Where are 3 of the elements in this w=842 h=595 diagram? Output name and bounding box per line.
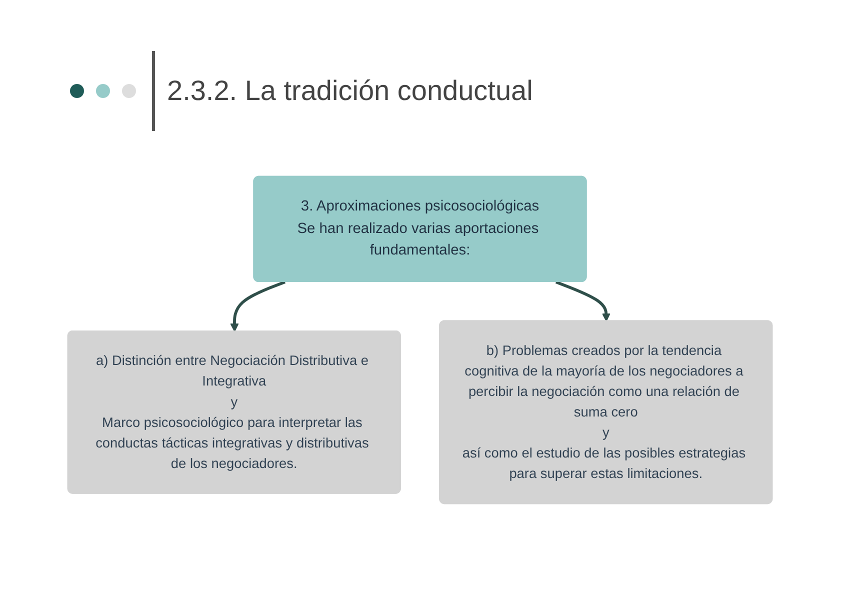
slide-title: 2.3.2. La tradición conductual [167, 74, 533, 106]
arrow [230, 280, 286, 332]
arrow [555, 280, 610, 322]
